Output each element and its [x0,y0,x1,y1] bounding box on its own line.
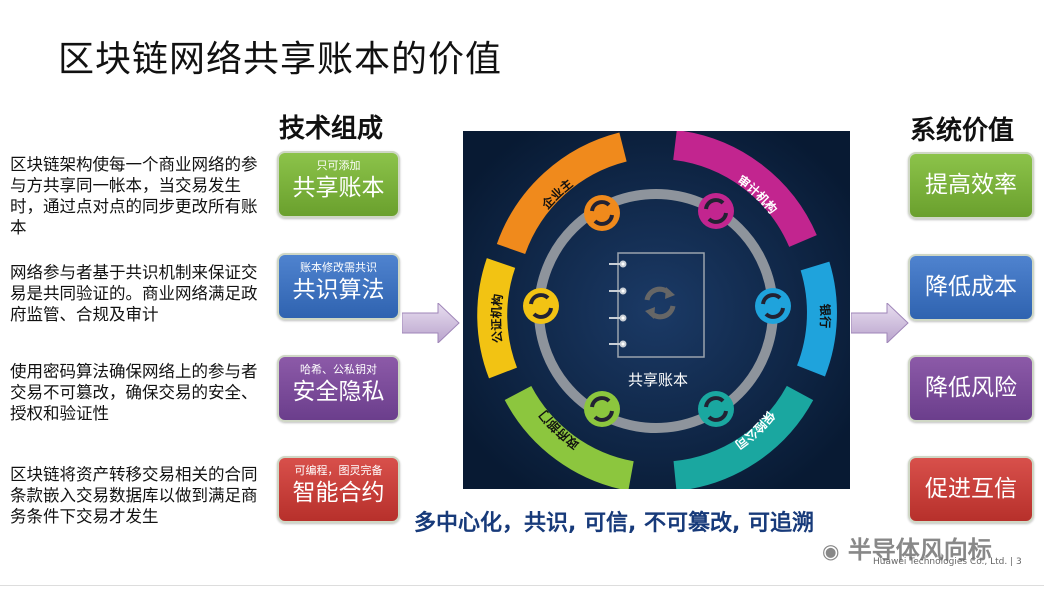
tagline: 多中心化，共识, 可信, 不可篡改, 可追溯 [414,511,815,536]
ledger-book-icon [617,252,705,358]
segment-enterprise [496,132,627,255]
sync-icon-notary [523,288,559,324]
wechat-icon: ◉ [822,539,840,563]
description-ledger: 区块链架构使每一个商业网络的参与方共享同一帐本，当交易发生时，通过点对点的同步更… [10,155,258,237]
tech-box-consensus: 账本修改需共识 共识算法 [277,253,400,320]
tech-box-caption: 账本修改需共识 [300,261,377,274]
tech-box-label: 智能合约 [292,480,385,506]
tech-box-security: 哈希、公私钥对 安全隐私 [277,355,400,422]
tech-box-label: 共识算法 [292,277,385,303]
tech-box-caption: 可编程，图灵完备 [294,464,383,477]
description-contract: 区块链将资产转移交易相关的合同条款嵌入交易数据库以做到满足商务条件下交易才发生 [10,465,258,526]
value-box-efficiency: 提高效率 [908,152,1034,219]
segment-bank [796,261,837,377]
tech-box-caption: 只可添加 [316,159,361,172]
value-box-risk: 降低风险 [908,355,1034,422]
value-heading: 系统价值 [910,116,1015,146]
arrow-right-icon [851,303,909,343]
footer: Huawei Technologies Co., Ltd. | 3 [873,557,1022,567]
sync-icon-bank [755,288,791,324]
tech-box-label: 安全隐私 [292,379,385,405]
shared-ledger-diagram: 企业主 审计机构 银行 保险公司 政府部门 公证机构 [463,130,850,491]
page-title: 区块链网络共享账本的价值 [58,39,503,80]
sync-icon-insurance [698,391,734,427]
description-consensus: 网络参与者基于共识机制来保证交易是共同验证的。商业网络满足政府监管、合规及审计 [10,263,258,324]
segment-notary [477,258,518,379]
segment-audit [672,130,817,248]
value-box-trust: 促进互信 [908,456,1034,523]
sync-icon-audit [698,193,734,229]
description-security: 使用密码算法确保网络上的参与者交易不可篡改，确保交易的安全、授权和验证性 [10,362,258,423]
tech-box-smart-contract: 可编程，图灵完备 智能合约 [277,456,400,523]
divider [0,585,1044,586]
watermark: ◉ 半导体风向标 [822,536,992,564]
center-label: 共享账本 [628,371,688,389]
segment-insurance [673,385,814,491]
tech-heading: 技术组成 [279,114,384,144]
ledger-ring-svg: 企业主 审计机构 银行 保险公司 政府部门 公证机构 [463,130,850,491]
tech-box-shared-ledger: 只可添加 共享账本 [277,151,400,218]
sync-icon [644,286,676,320]
tech-box-label: 共享账本 [292,175,385,201]
tech-box-caption: 哈希、公私钥对 [300,363,377,376]
value-box-cost: 降低成本 [908,254,1034,321]
arrow-right-icon [402,303,460,343]
segment-government [504,385,635,491]
sync-icon-enterprise [584,195,620,231]
sync-icon-government [584,391,620,427]
